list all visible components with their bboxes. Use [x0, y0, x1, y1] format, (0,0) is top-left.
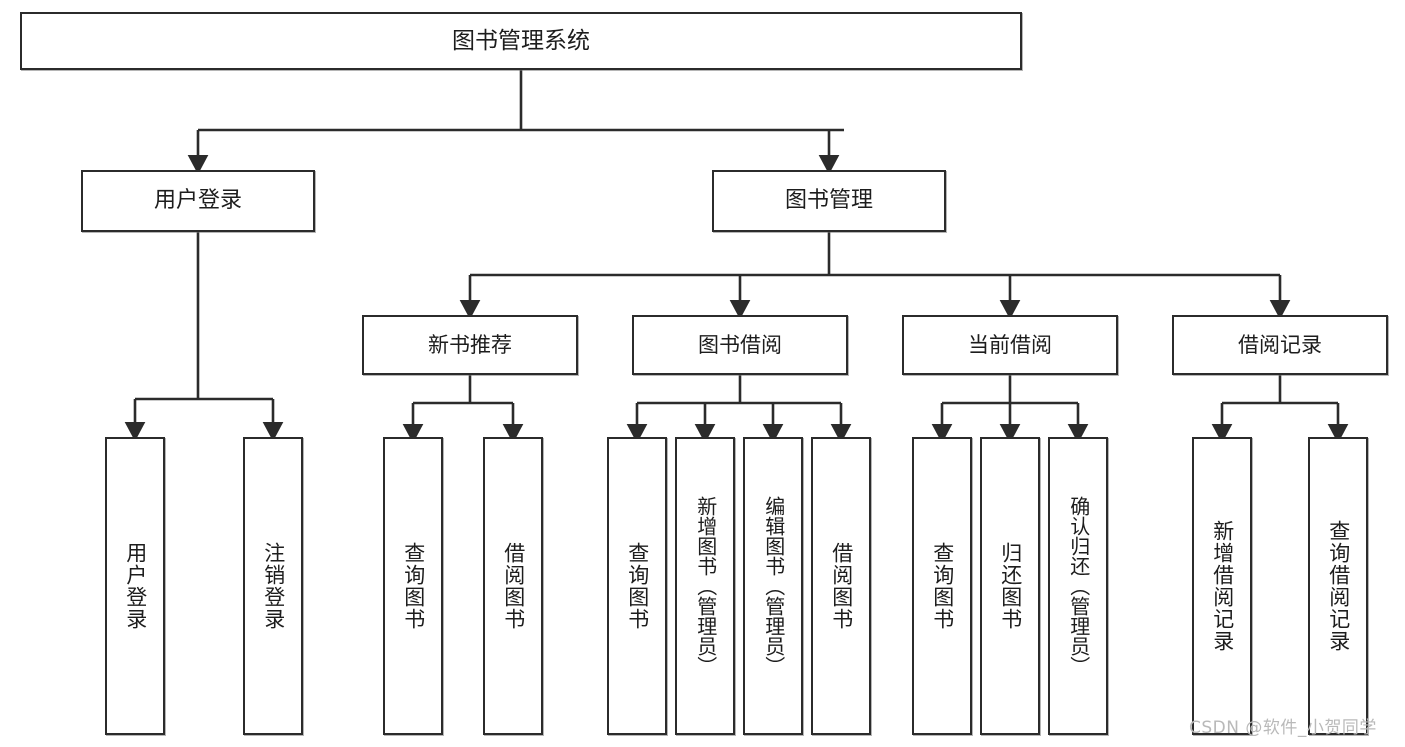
node-label: 新书推荐: [428, 332, 512, 357]
node-label: 归还图书: [998, 542, 1023, 630]
leaf-current-confirm-return-admin[interactable]: 确认归还（管理员）: [1048, 437, 1108, 735]
leaf-logout[interactable]: 注销登录: [243, 437, 303, 735]
node-book-borrow[interactable]: 图书借阅: [632, 315, 848, 375]
node-label: 图书借阅: [698, 332, 782, 357]
node-book-management[interactable]: 图书管理: [712, 170, 946, 232]
node-label: 确认归还（管理员）: [1066, 496, 1091, 676]
node-label: 新增借阅记录: [1210, 520, 1235, 652]
node-label: 图书管理系统: [452, 27, 590, 54]
node-label: 用户登录: [153, 188, 242, 214]
node-user-login[interactable]: 用户登录: [81, 170, 315, 232]
node-label: 查询借阅记录: [1326, 520, 1351, 652]
leaf-borrow-query-book[interactable]: 查询图书: [607, 437, 667, 735]
node-label: 编辑图书（管理员）: [761, 496, 786, 676]
node-label: 注销登录: [261, 542, 286, 630]
leaf-current-return-book[interactable]: 归还图书: [980, 437, 1040, 735]
node-label: 当前借阅: [968, 332, 1052, 357]
node-label: 借阅记录: [1238, 332, 1322, 357]
node-label: 图书管理: [784, 188, 873, 214]
leaf-current-query-book[interactable]: 查询图书: [912, 437, 972, 735]
node-label: 查询图书: [401, 542, 426, 630]
leaf-user-login[interactable]: 用户登录: [105, 437, 165, 735]
leaf-borrow-borrow-book[interactable]: 借阅图书: [811, 437, 871, 735]
node-label: 查询图书: [625, 542, 650, 630]
node-label: 新增图书（管理员）: [693, 496, 718, 676]
node-label: 借阅图书: [501, 542, 526, 630]
node-borrow-record[interactable]: 借阅记录: [1172, 315, 1388, 375]
leaf-record-query-record[interactable]: 查询借阅记录: [1308, 437, 1368, 735]
node-current-borrow[interactable]: 当前借阅: [902, 315, 1118, 375]
leaf-borrow-add-book-admin[interactable]: 新增图书（管理员）: [675, 437, 735, 735]
node-new-book-recommend[interactable]: 新书推荐: [362, 315, 578, 375]
node-label: 查询图书: [930, 542, 955, 630]
node-label: 用户登录: [123, 542, 148, 630]
leaf-record-add-record[interactable]: 新增借阅记录: [1192, 437, 1252, 735]
node-root-system[interactable]: 图书管理系统: [20, 12, 1022, 70]
node-label: 借阅图书: [829, 542, 854, 630]
leaf-recommend-borrow-book[interactable]: 借阅图书: [483, 437, 543, 735]
leaf-recommend-query-book[interactable]: 查询图书: [383, 437, 443, 735]
leaf-borrow-edit-book-admin[interactable]: 编辑图书（管理员）: [743, 437, 803, 735]
